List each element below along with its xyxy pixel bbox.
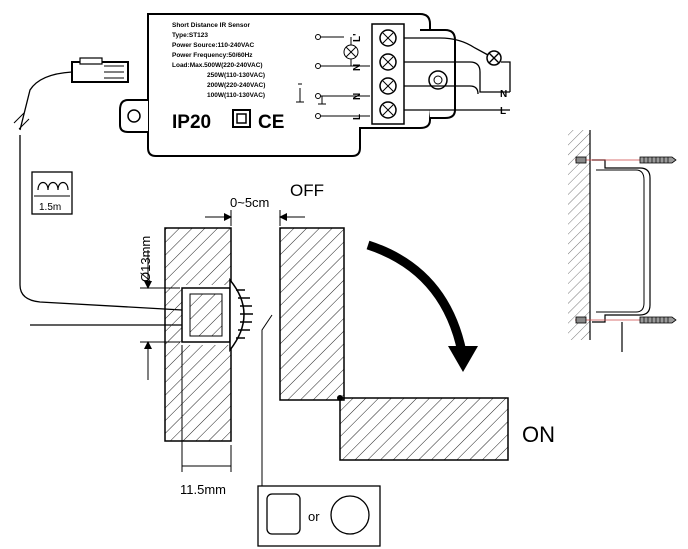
spec-line-3: Power Source:110-240VAC (172, 42, 255, 49)
screw-icon-2 (639, 316, 677, 324)
cable-top (19, 71, 73, 131)
load-wiring (404, 37, 511, 111)
ip-rating: IP20 (172, 112, 211, 133)
coil-icon (37, 181, 69, 191)
spec-line-2: Type:ST123 (172, 32, 208, 39)
sensor-head (181, 277, 253, 353)
double-insulation-icon (232, 109, 251, 128)
cable-break-mark (13, 112, 30, 130)
wiring-schematic (296, 34, 370, 119)
hole-shape-inset: or (257, 485, 381, 547)
state-on-label: ON (522, 422, 555, 447)
lamp-icon (486, 50, 502, 66)
round-hole-icon (330, 495, 370, 535)
terminal-label-lin: L (352, 114, 363, 120)
spec-line-4: Power Frequency:50/60Hz (172, 52, 253, 59)
spec-line-7: 200W(220-240VAC) (207, 82, 265, 89)
terminal-label-n2: N (352, 93, 363, 100)
or-label: or (308, 509, 320, 524)
ce-mark: CE (258, 112, 284, 133)
dimension-gap (205, 210, 305, 226)
spec-line-6: 250W(110-130VAC) (207, 72, 265, 79)
state-off-label: OFF (290, 181, 324, 200)
leader-line (261, 314, 273, 488)
cable-bottom (19, 135, 183, 311)
terminal-screws (379, 29, 397, 119)
mains-label-n: N (500, 89, 507, 100)
square-hole-icon (266, 493, 301, 535)
rotate-arrow (366, 240, 467, 353)
depth-label: 11.5mm (180, 482, 226, 497)
cabinet-door-on (339, 397, 509, 461)
side-mount-view (568, 130, 677, 352)
spec-line-8: 100W(110-130VAC) (207, 92, 265, 99)
spec-line-1: Short Distance IR Sensor (172, 22, 250, 29)
rotate-arrow-head (448, 346, 478, 372)
spec-line-5: Load:Max.500W(220-240VAC) (172, 62, 263, 69)
mains-label-l: L (500, 106, 506, 117)
screw-icon (639, 156, 677, 164)
cable-length-badge: 1.5m (31, 171, 73, 215)
gap-dimension-label: 0~5cm (230, 195, 269, 210)
terminal-label-lout: L' (352, 34, 363, 43)
cabinet-door-off (279, 227, 345, 401)
dimension-diameter (140, 250, 180, 380)
terminal-label-n1: N (352, 64, 363, 71)
cable-connector (71, 57, 129, 83)
cable-length-label: 1.5m (39, 202, 61, 213)
sensor-driver-box: Short Distance IR Sensor Type:ST123 Powe… (119, 13, 511, 157)
diameter-label: Ø13mm (138, 236, 153, 282)
dimension-depth (181, 345, 232, 472)
